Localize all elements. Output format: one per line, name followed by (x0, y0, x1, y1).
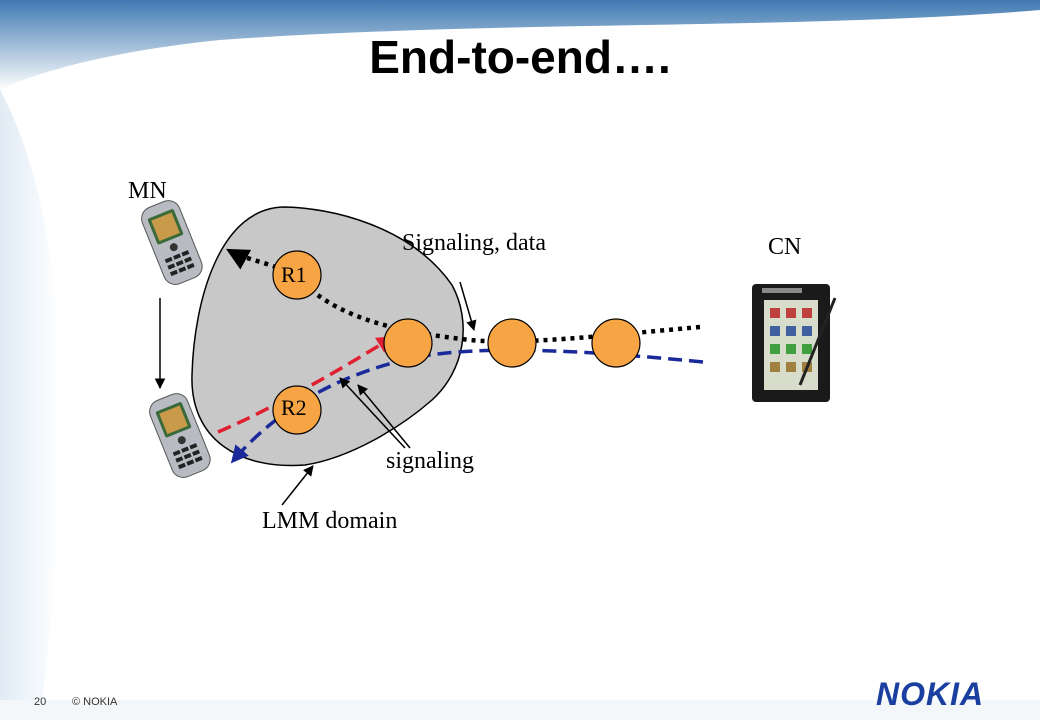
nokia-logo: NOKIA (876, 676, 985, 712)
page-number: 20 (34, 696, 47, 708)
router-core-2 (591, 318, 641, 368)
router-r2 (272, 385, 322, 435)
signaling-data-label: Signaling, data (402, 230, 546, 256)
signaling-data-pointer (459, 281, 477, 332)
mobile-phone-icon (141, 200, 203, 285)
correspondent-node-label: CN (768, 234, 802, 260)
router-r1 (272, 250, 322, 300)
lmm-domain-label: LMM domain (262, 508, 398, 534)
pda-icon (752, 284, 837, 402)
router-r1-label: R1 (281, 262, 307, 287)
router-core-1 (487, 318, 537, 368)
mobile-phone-icon-moved (149, 393, 211, 478)
slide-title: End-to-end…. (369, 31, 671, 83)
lmm-domain-pointer (281, 465, 314, 506)
router-gateway (383, 318, 433, 368)
mobile-node-label: MN (128, 178, 167, 204)
lmm-domain-area (191, 206, 464, 467)
copyright: © NOKIA (72, 696, 118, 708)
signaling-pointer-blue (357, 384, 411, 449)
signaling-pointer-red (339, 377, 406, 449)
router-r2-label: R2 (281, 395, 307, 420)
signaling-label: signaling (386, 448, 474, 474)
